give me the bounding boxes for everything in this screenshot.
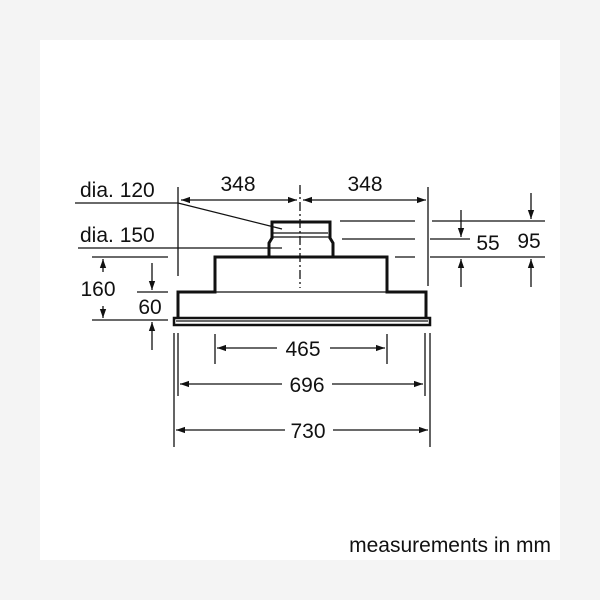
dim-label-465: 465 <box>285 338 320 361</box>
drawing-panel <box>40 40 560 560</box>
dim-label-95: 95 <box>517 230 540 253</box>
dia-150-label: dia. 150 <box>80 224 155 247</box>
dim-label-730: 730 <box>290 420 325 443</box>
outlet-spigot-lower <box>267 237 335 257</box>
dim-label-60: 60 <box>138 296 161 319</box>
dim-label-348-right: 348 <box>347 173 382 196</box>
dia-120-leader <box>75 202 283 230</box>
dim-label-160: 160 <box>80 278 115 301</box>
base-plate <box>172 316 432 327</box>
dia-120-label: dia. 120 <box>80 179 155 202</box>
dim-label-348-left: 348 <box>220 173 255 196</box>
outlet-spigot-upper <box>270 220 332 239</box>
units-note: measurements in mm <box>349 534 551 557</box>
hood-body-outline <box>176 255 428 318</box>
dim-label-696: 696 <box>289 374 324 397</box>
dim-label-55: 55 <box>476 232 499 255</box>
